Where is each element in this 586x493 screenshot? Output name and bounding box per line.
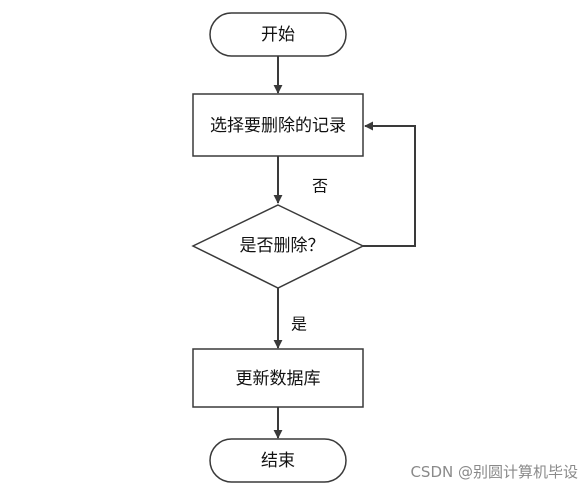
edge-decision-no-loop xyxy=(363,121,416,247)
select-record-node-shape xyxy=(192,93,364,157)
start-node-label: 开始 xyxy=(261,25,295,45)
end-node-shape xyxy=(209,438,347,483)
edge-no-label: 否 xyxy=(312,177,328,196)
update-db-node: 更新数据库 xyxy=(192,348,364,408)
csdn-watermark: CSDN @别圆计算机毕设 xyxy=(410,463,578,481)
end-node: 结束 xyxy=(209,438,347,483)
confirm-delete-node: 是否删除？ xyxy=(191,204,365,289)
start-node: 开始 xyxy=(209,12,347,57)
end-node-label: 结束 xyxy=(261,451,295,471)
edge-yes-label: 是 xyxy=(291,315,307,334)
select-record-node: 选择要删除的记录 xyxy=(192,93,364,157)
select-record-node-label: 选择要删除的记录 xyxy=(210,116,346,136)
update-db-node-label: 更新数据库 xyxy=(236,369,321,389)
confirm-delete-node-label: 是否删除？ xyxy=(240,236,325,256)
